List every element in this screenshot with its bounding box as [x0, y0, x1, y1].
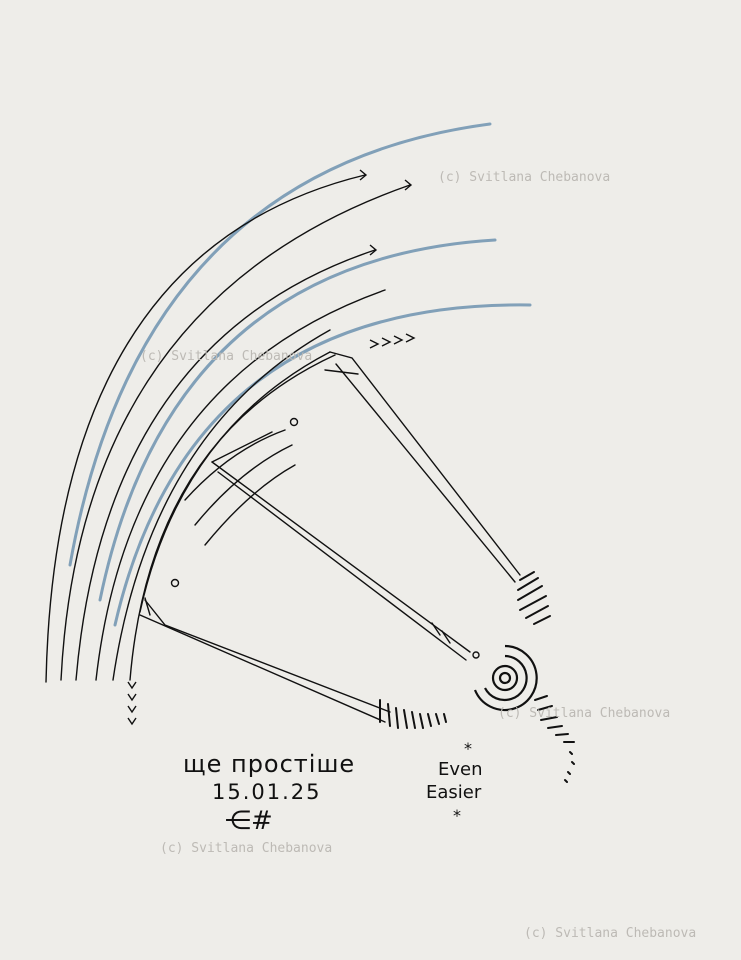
star-bottom: * — [453, 806, 461, 825]
watermark-3: (c) Svitlana Chebanova — [498, 706, 671, 721]
hatching — [379, 571, 575, 783]
target-circles — [473, 644, 538, 712]
blue-pencil-arcs — [68, 122, 532, 627]
signature: ⋲# — [225, 806, 273, 836]
watermark-1: (c) Svitlana Chebanova — [438, 170, 611, 185]
title-ukrainian: ще простіше — [183, 750, 356, 778]
ink-arcs — [45, 174, 411, 683]
wedge-structure — [139, 351, 521, 723]
arrowheads — [127, 169, 416, 726]
date: 15.01.25 — [212, 780, 322, 804]
watermark-5: (c) Svitlana Chebanova — [524, 926, 697, 941]
title-english-line2: Easier — [426, 782, 482, 803]
small-circles — [170, 417, 480, 659]
watermark-4: (c) Svitlana Chebanova — [160, 841, 333, 856]
watermark-2: (c) Svitlana Chebanova — [140, 349, 313, 364]
title-english-line1: Even — [438, 759, 483, 780]
star-top: * — [464, 739, 472, 758]
